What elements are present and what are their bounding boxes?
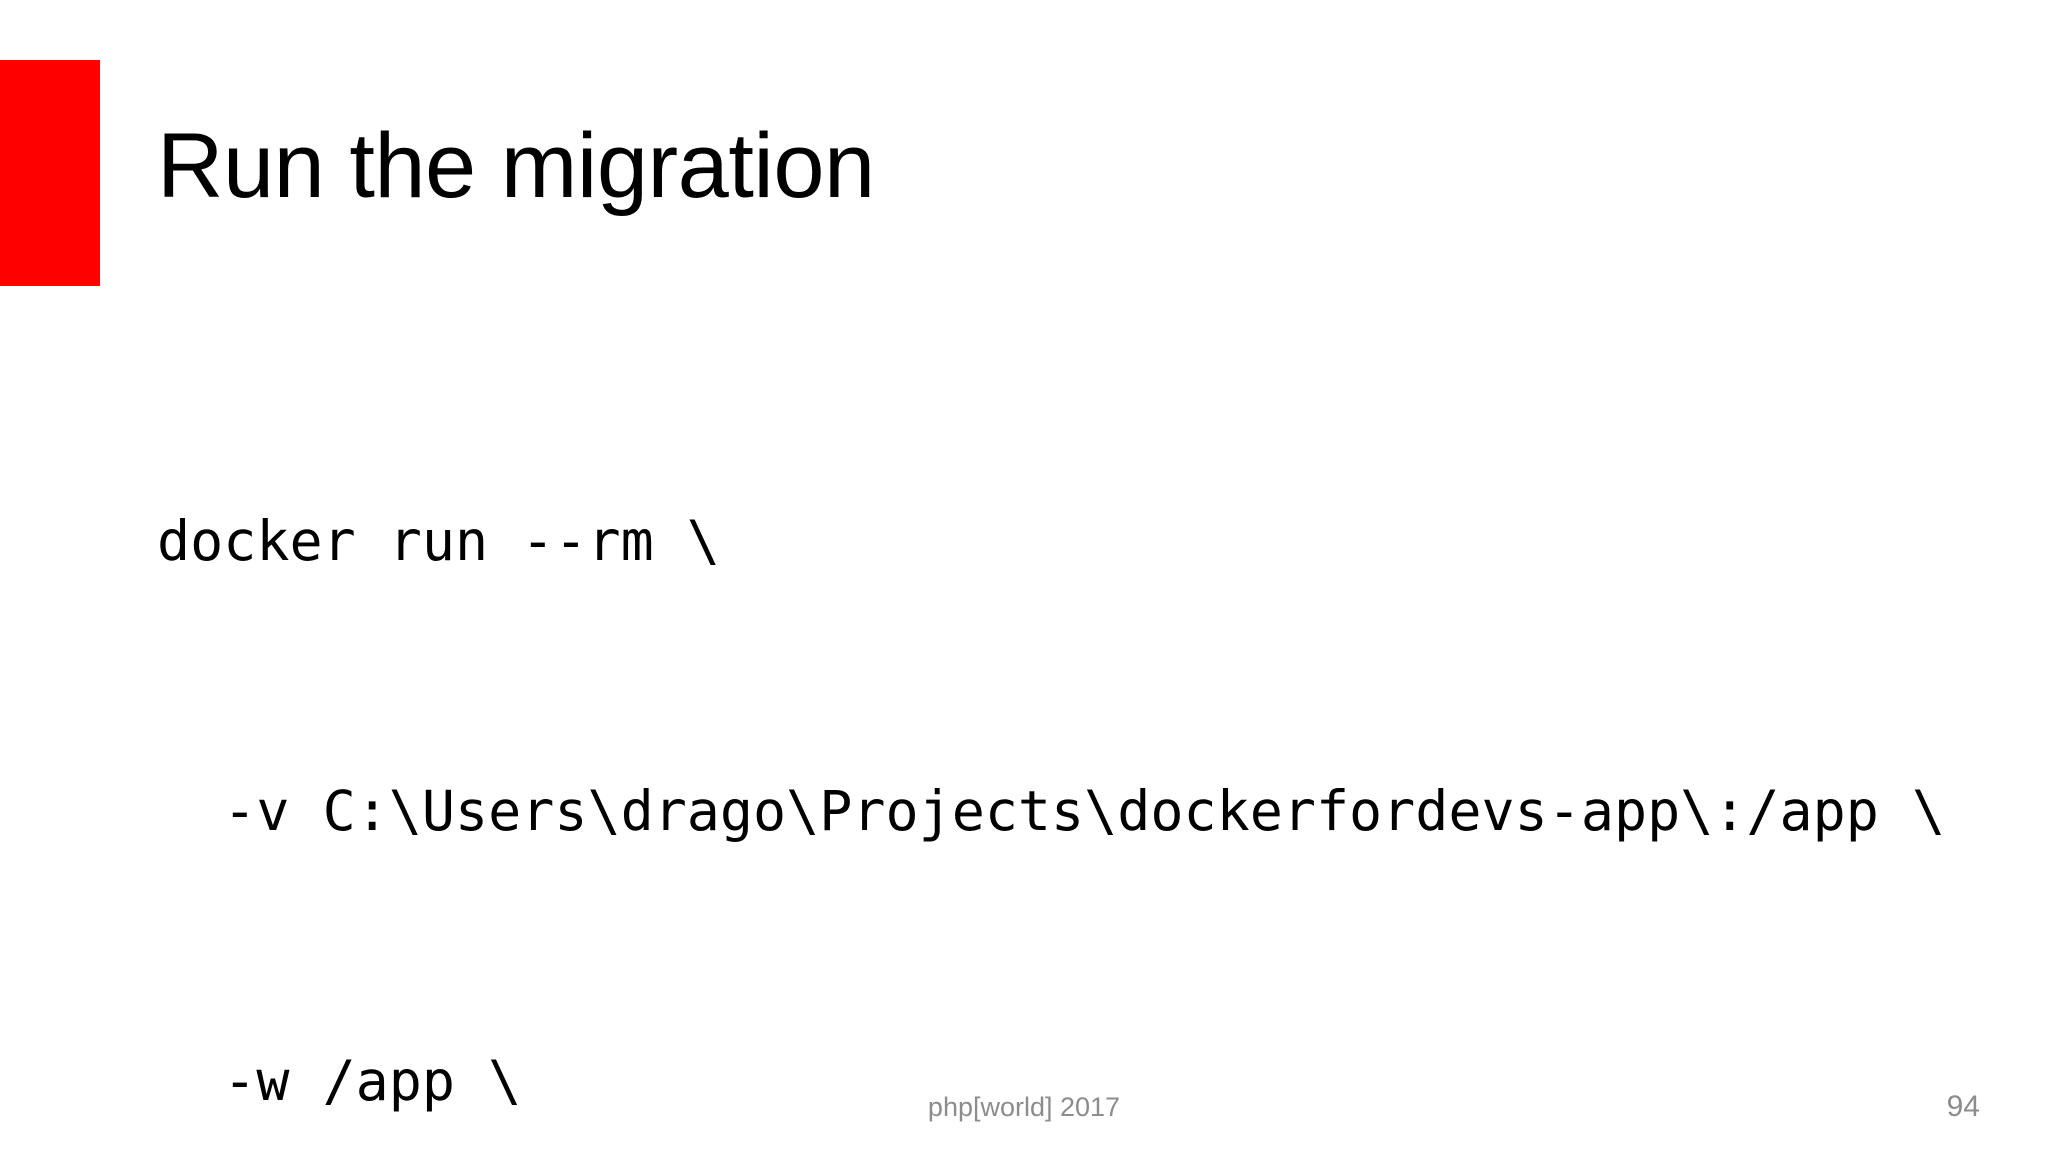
code-line: -w /app \ [157, 1049, 522, 1113]
slide-page-number: 94 [1946, 1090, 1980, 1123]
code-line: docker run --rm \ [157, 509, 720, 573]
code-block: docker run --rm \ -v C:\Users\drago\Proj… [157, 316, 1997, 1152]
footer-conference-label: php[world] 2017 [927, 1092, 1121, 1122]
red-accent-bar [0, 60, 100, 286]
code-line: -v C:\Users\drago\Projects\dockerfordevs… [157, 779, 1946, 843]
footer: php[world] 2017 [0, 1092, 2048, 1123]
page-title: Run the migration [157, 115, 875, 217]
